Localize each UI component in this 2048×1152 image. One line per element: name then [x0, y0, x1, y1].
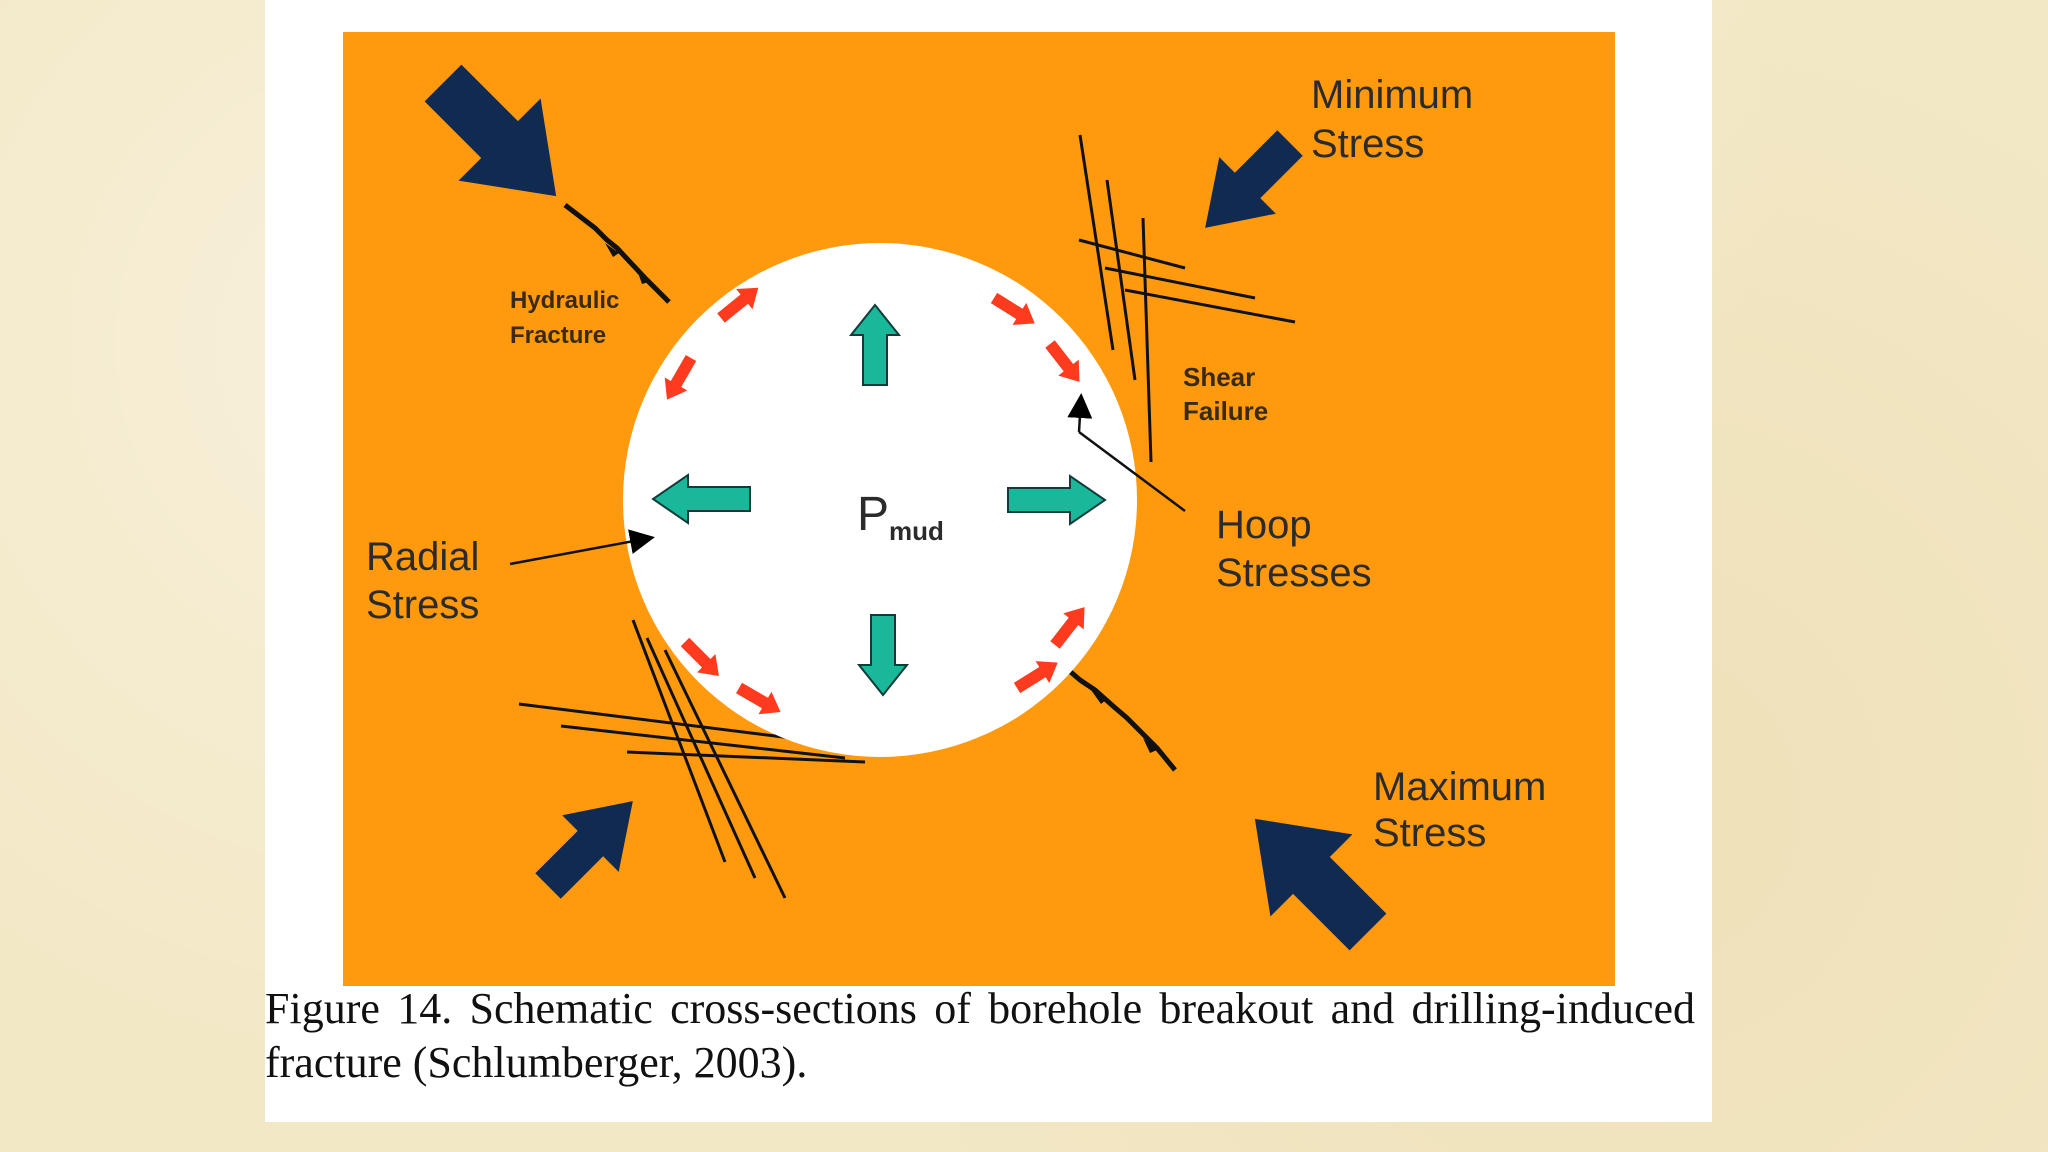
pressure-arrow-right	[1007, 474, 1107, 526]
hoop-stress-arrows	[664, 287, 1085, 715]
hoop-stress-leader-line	[1078, 430, 1186, 513]
radial-stress-label: Radial Stress	[366, 535, 491, 627]
hoop-stress-leader-tip	[1067, 393, 1093, 433]
min-stress-arrow-bottom-left	[535, 801, 633, 899]
min-stress-arrow-top-right	[1205, 130, 1303, 228]
maximum-stress-label: Maximum Stress	[1373, 765, 1557, 855]
hydraulic-fracture-label: Hydraulic Fracture	[510, 287, 626, 349]
borehole	[623, 243, 1137, 757]
figure-caption: Figure 14. Schematic cross-sections of b…	[265, 984, 1695, 1087]
max-stress-arrow-top-left	[424, 64, 557, 197]
max-stress-arrow-bottom-right	[1254, 818, 1387, 951]
pressure-arrow-up	[848, 303, 902, 386]
pmud-label: Pmud	[857, 488, 944, 546]
hydraulic-fracture-crack-bottom	[1063, 665, 1177, 772]
crack-marks-top	[605, 243, 649, 284]
mud-pressure-arrows	[651, 303, 1107, 697]
shear-failure-lines-top-right	[1078, 134, 1296, 463]
hoop-stresses-label: Hoop Stresses	[1216, 503, 1372, 595]
borehole-stress-diagram: Pmud Hydraulic Fracture Minimum Stress S…	[343, 32, 1615, 986]
shear-failure-lines-bottom-left	[518, 619, 866, 899]
pressure-arrow-left	[651, 473, 751, 525]
crack-marks-bottom	[1091, 690, 1157, 753]
figure-slide: Pmud Hydraulic Fracture Minimum Stress S…	[265, 0, 1712, 1122]
shear-failure-label: Shear Failure	[1183, 362, 1268, 426]
hydraulic-fracture-crack-top	[563, 203, 671, 304]
pressure-arrow-down	[856, 614, 910, 697]
radial-stress-leader	[509, 529, 655, 566]
minimum-stress-label: Minimum Stress	[1311, 73, 1484, 166]
